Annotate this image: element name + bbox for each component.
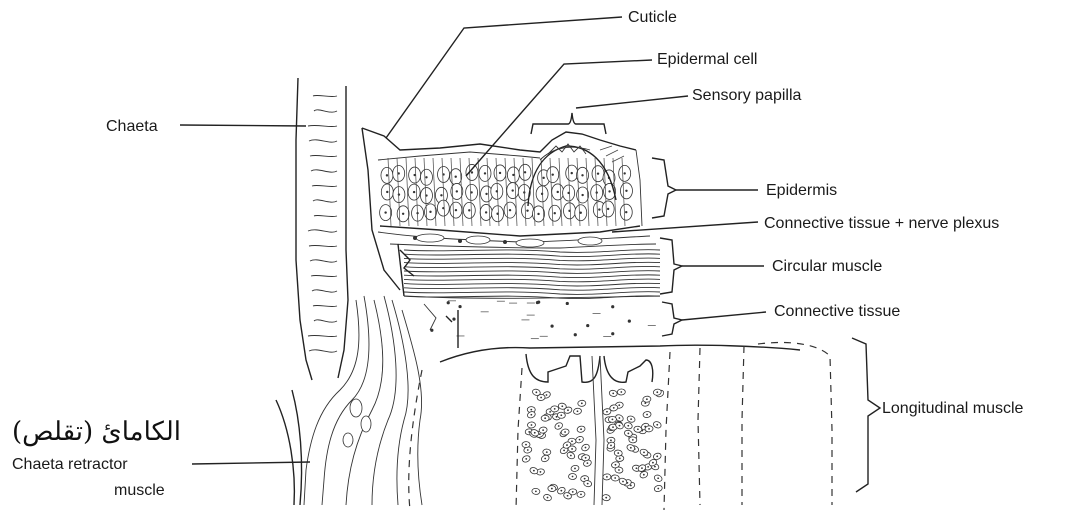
epidermis-bracket [652,158,676,218]
label-connective-tissue: Connective tissue [774,303,900,320]
retractor-muscle-drawing [276,296,422,505]
circular-muscle-drawing [398,244,660,299]
connective-tissue-leader [682,312,766,320]
circular-muscle-bracket [660,238,682,294]
longitudinal-muscle-bracket [852,338,880,492]
handwritten-note: الکامائ (تقلص) [12,417,181,447]
connective-tissue-bracket [662,302,682,336]
label-retractor-line2: muscle [114,482,165,499]
connective-tissue-drawing [404,296,660,348]
chaeta-leader [180,125,306,126]
nerve-plexus-band-drawing [378,232,656,248]
label-longitudinal-muscle: Longitudinal muscle [882,400,1024,417]
label-connective-nerve: Connective tissue + nerve plexus [764,215,999,232]
label-epidermal-cell: Epidermal cell [657,51,757,68]
longitudinal-muscle-drawing [409,343,832,511]
sensory-papilla-bracket [531,113,606,134]
label-circular-muscle: Circular muscle [772,258,882,275]
label-chaeta: Chaeta [106,118,158,135]
label-sensory-papilla: Sensory papilla [692,87,802,104]
sensory-papilla-leader [576,96,688,108]
epidermis-drawing [362,128,642,290]
cuticle-leader [386,17,622,138]
chaeta-drawing [296,78,348,380]
label-epidermis: Epidermis [766,182,837,199]
label-cuticle: Cuticle [628,9,677,26]
label-retractor-line1: Chaeta retractor [12,456,128,473]
